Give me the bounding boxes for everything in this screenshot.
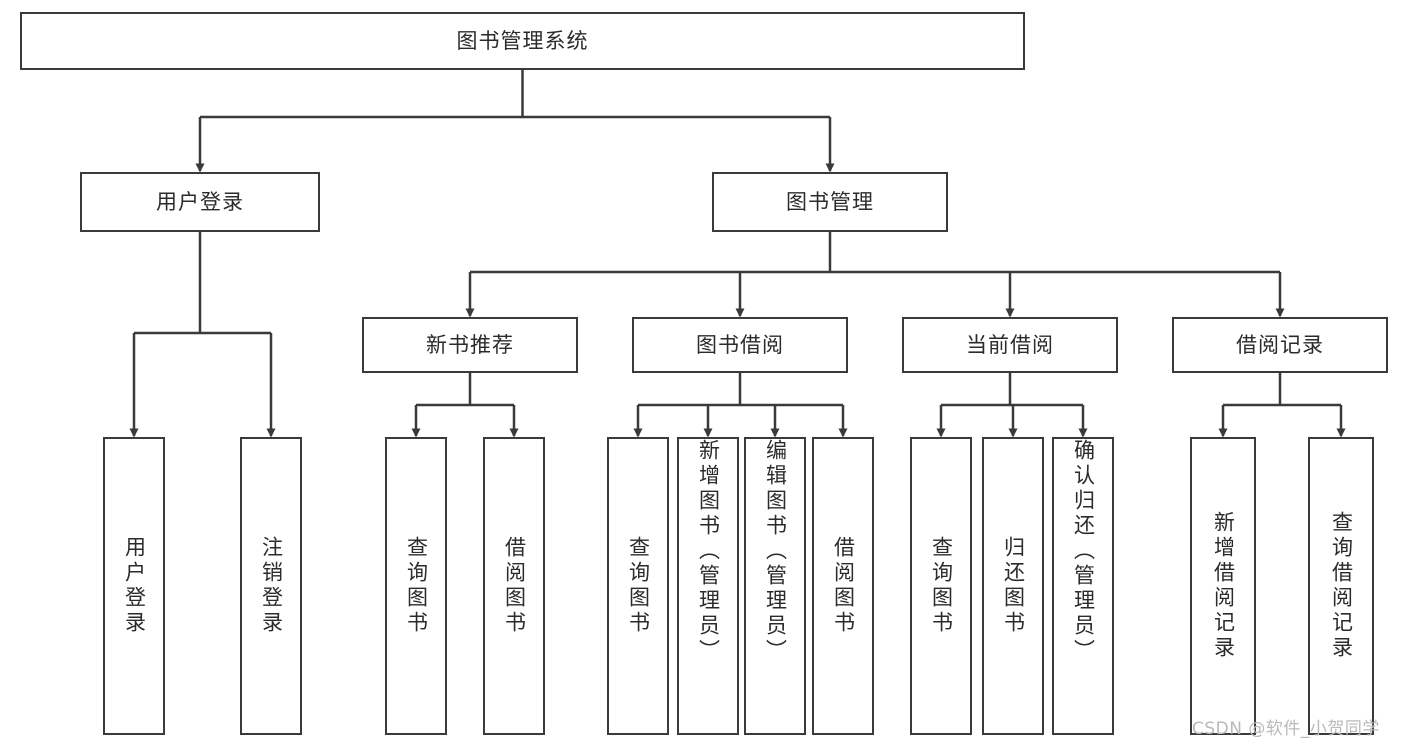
node-label: 确认归还（管理员）	[1071, 439, 1096, 664]
node-leaf6[interactable]: 新增图书（管理员）	[677, 437, 739, 735]
node-label: 新书推荐	[426, 332, 514, 357]
node-label: 借阅记录	[1236, 332, 1324, 357]
node-records[interactable]: 借阅记录	[1172, 317, 1388, 373]
edge-group	[129, 70, 1346, 438]
node-leaf3[interactable]: 查询图书	[385, 437, 447, 735]
node-leaf4[interactable]: 借阅图书	[483, 437, 545, 735]
node-label: 借阅图书	[502, 536, 527, 636]
node-label: 注销登录	[259, 536, 284, 636]
node-label: 编辑图书（管理员）	[763, 439, 788, 664]
node-label: 图书借阅	[696, 332, 784, 357]
node-newbook[interactable]: 新书推荐	[362, 317, 578, 373]
node-leaf7[interactable]: 编辑图书（管理员）	[744, 437, 806, 735]
node-leaf8[interactable]: 借阅图书	[812, 437, 874, 735]
node-label: 查询图书	[404, 536, 429, 636]
node-root[interactable]: 图书管理系统	[20, 12, 1025, 70]
node-label: 新增图书（管理员）	[696, 439, 721, 664]
node-label: 当前借阅	[966, 332, 1054, 357]
node-label: 图书管理系统	[456, 28, 589, 53]
node-label: 用户登录	[156, 189, 244, 214]
node-label: 借阅图书	[831, 536, 856, 636]
node-leaf9[interactable]: 查询图书	[910, 437, 972, 735]
node-bookmgr[interactable]: 图书管理	[712, 172, 948, 232]
node-login[interactable]: 用户登录	[80, 172, 320, 232]
node-leaf11[interactable]: 确认归还（管理员）	[1052, 437, 1114, 735]
node-leaf5[interactable]: 查询图书	[607, 437, 669, 735]
node-leaf13[interactable]: 查询借阅记录	[1308, 437, 1374, 735]
node-leaf10[interactable]: 归还图书	[982, 437, 1044, 735]
node-leaf2[interactable]: 注销登录	[240, 437, 302, 735]
node-current[interactable]: 当前借阅	[902, 317, 1118, 373]
csdn-watermark: CSDN @软件_小贺同学	[1192, 719, 1380, 739]
node-label: 用户登录	[122, 536, 147, 636]
node-leaf1[interactable]: 用户登录	[103, 437, 165, 735]
node-label: 查询图书	[626, 536, 651, 636]
node-label: 新增借阅记录	[1211, 511, 1236, 661]
node-leaf12[interactable]: 新增借阅记录	[1190, 437, 1256, 735]
node-borrow[interactable]: 图书借阅	[632, 317, 848, 373]
node-label: 查询图书	[929, 536, 954, 636]
node-label: 归还图书	[1001, 536, 1026, 636]
node-label: 查询借阅记录	[1329, 511, 1354, 661]
node-label: 图书管理	[786, 189, 874, 214]
